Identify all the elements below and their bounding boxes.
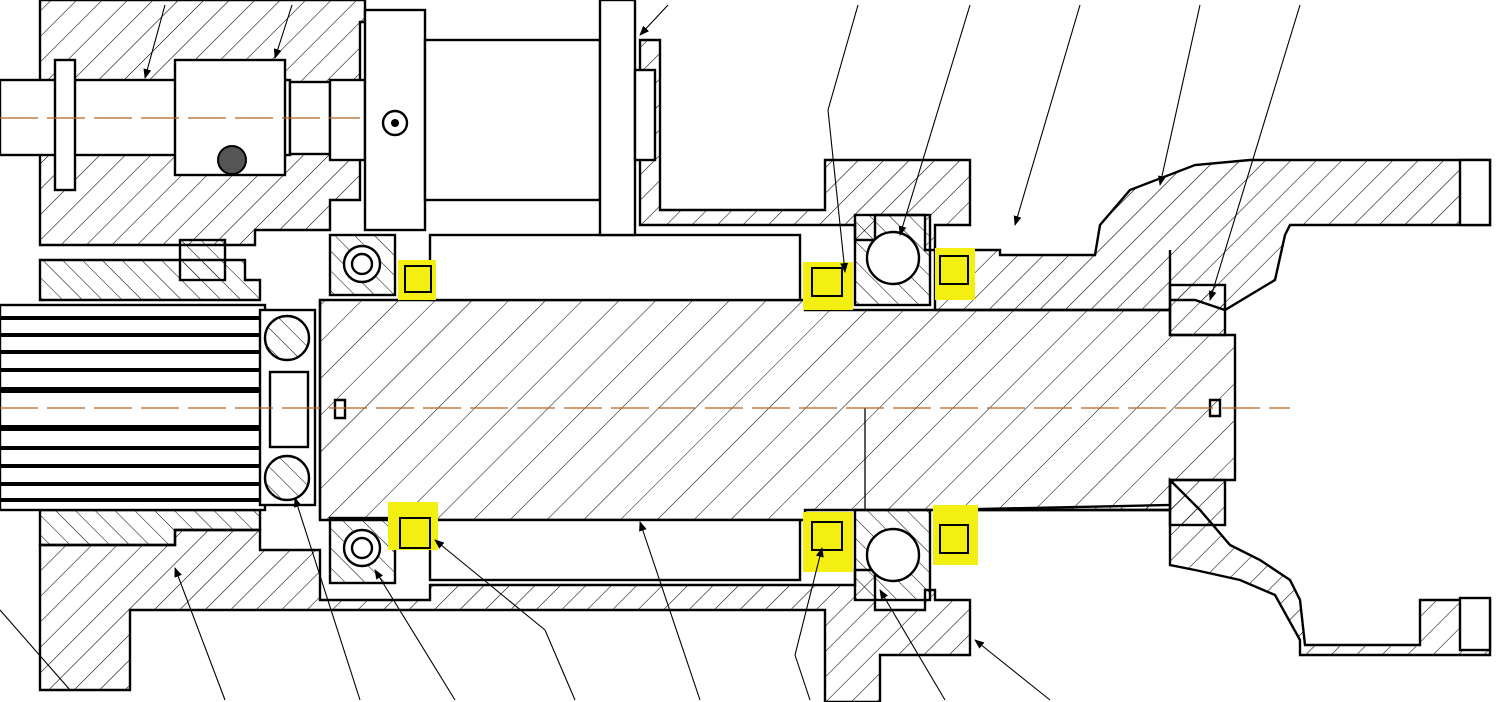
bearing-left-upper [328,233,397,297]
bearing-right-lower [853,508,932,602]
main-shaft [318,298,1237,522]
spacer-sleeves [428,233,802,582]
highlighted-seals [388,248,978,572]
bearing-right-upper [853,213,932,307]
centerlines [0,117,1290,409]
pilot-bearing [258,308,317,507]
leader-lines [0,4,1301,701]
bearing-left-lower [328,516,397,585]
